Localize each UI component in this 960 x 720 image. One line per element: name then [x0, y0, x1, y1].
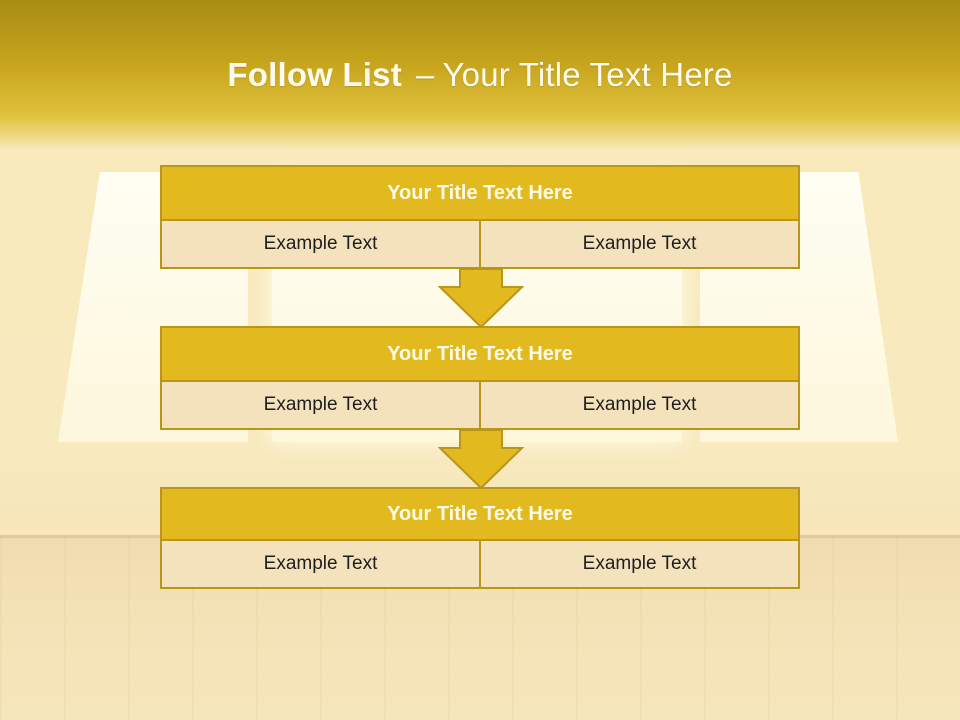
slide-title: Follow List–Your Title Text Here: [0, 56, 960, 94]
step-cell-right: Example Text: [479, 380, 800, 430]
step-row: Example Text Example Text: [160, 380, 800, 430]
step-cell-left: Example Text: [160, 539, 481, 589]
down-arrow-icon: [438, 430, 524, 490]
slide-title-dash: –: [415, 56, 435, 93]
step-title: Your Title Text Here: [160, 326, 800, 382]
step-row: Example Text Example Text: [160, 219, 800, 269]
slide-title-bold: Follow List: [227, 56, 402, 93]
step-row: Example Text Example Text: [160, 539, 800, 589]
step-cell-left: Example Text: [160, 219, 481, 269]
down-arrow-icon: [438, 269, 524, 329]
step-title: Your Title Text Here: [160, 487, 800, 541]
step-cell-left: Example Text: [160, 380, 481, 430]
step-block-3: Your Title Text Here Example Text Exampl…: [160, 487, 800, 589]
step-block-2: Your Title Text Here Example Text Exampl…: [160, 326, 800, 430]
slide-title-rest: Your Title Text Here: [442, 56, 733, 93]
header-band: [0, 0, 960, 150]
step-block-1: Your Title Text Here Example Text Exampl…: [160, 165, 800, 269]
step-cell-right: Example Text: [479, 539, 800, 589]
step-cell-right: Example Text: [479, 219, 800, 269]
step-title: Your Title Text Here: [160, 165, 800, 221]
